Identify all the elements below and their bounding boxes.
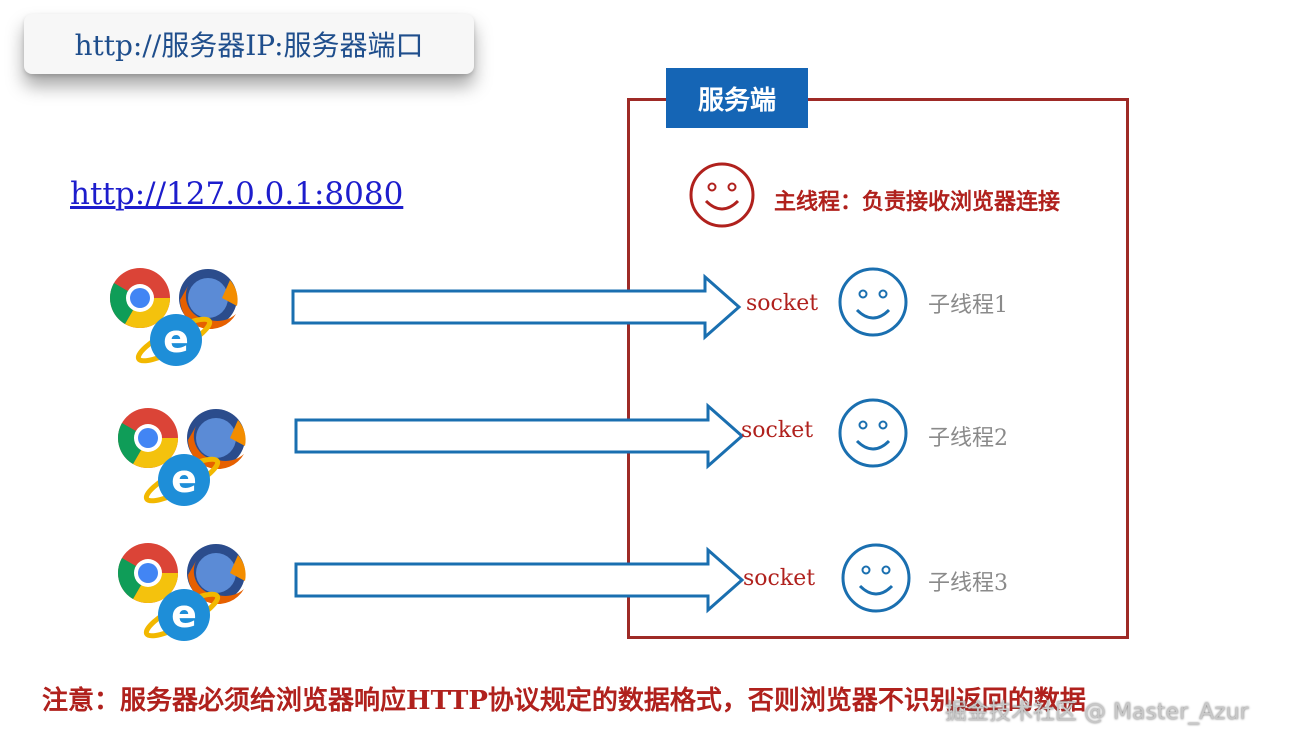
smiley-icon	[838, 267, 908, 337]
watermark: 掘金技术社区 @ Master_Azur	[945, 700, 1249, 725]
socket-label-3: socket	[743, 566, 816, 591]
title-text: http://服务器IP:服务器端口	[74, 29, 424, 62]
socket-label-1: socket	[746, 291, 819, 316]
server-frame	[627, 98, 1129, 639]
browser-group-3	[118, 543, 246, 643]
browser-group-1	[110, 268, 238, 368]
browser-group-2	[118, 408, 246, 508]
smiley-icon	[689, 162, 755, 228]
sub-thread-label-2: 子线程2	[928, 426, 1008, 451]
arrow-right-icon	[291, 275, 741, 339]
sub-thread-label-1: 子线程1	[928, 293, 1008, 318]
sub-thread-label-3: 子线程3	[928, 571, 1008, 596]
smiley-icon	[841, 543, 911, 613]
arrow-right-icon	[294, 548, 744, 612]
url-link[interactable]: http://127.0.0.1:8080	[70, 176, 404, 212]
server-label: 服务端	[666, 68, 808, 128]
arrow-right-icon	[294, 404, 744, 468]
socket-label-2: socket	[741, 418, 814, 443]
note-text: 注意：服务器必须给浏览器响应HTTP协议规定的数据格式，否则浏览器不识别返回的数…	[42, 686, 1086, 716]
main-thread-label: 主线程：负责接收浏览器连接	[774, 189, 1061, 215]
smiley-icon	[838, 398, 908, 468]
title-box: http://服务器IP:服务器端口	[24, 14, 474, 74]
